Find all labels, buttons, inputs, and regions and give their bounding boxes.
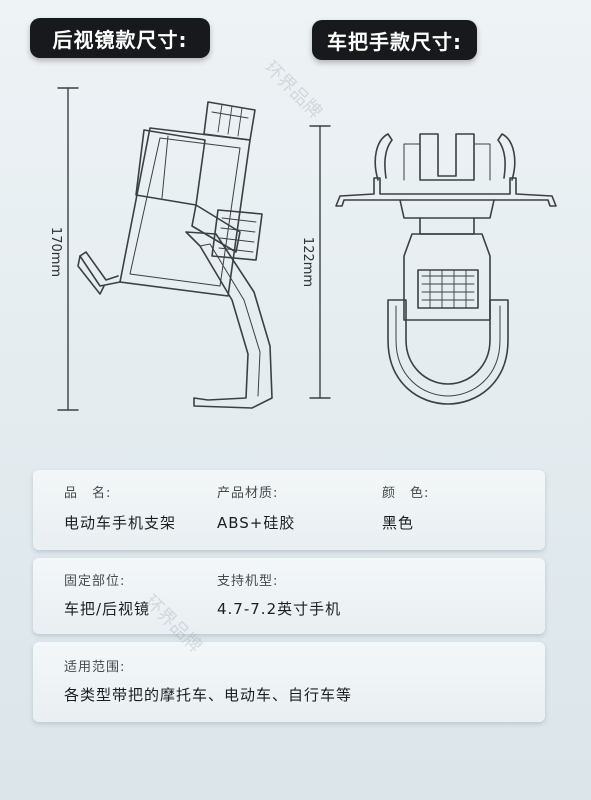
handlebar-mount-drawing bbox=[309, 125, 557, 405]
mirror-height-label: 170mm bbox=[48, 227, 63, 277]
color-value: 黑色 bbox=[382, 514, 415, 532]
mount-location-value: 车把/后视镜 bbox=[64, 600, 151, 618]
product-line-drawings: 170mm 122mm bbox=[48, 87, 557, 411]
spec-card-mount: 固定部位: 车把/后视镜 支持机型: 4.7-7.2英寸手机 bbox=[33, 558, 545, 634]
handlebar-height-label: 122mm bbox=[300, 237, 315, 287]
spec-card-usage: 适用范围: 各类型带把的摩托车、电动车、自行车等 bbox=[33, 642, 545, 722]
product-name-label: 品 名: bbox=[64, 486, 112, 501]
spec-card-basic: 品 名: 电动车手机支架 产品材质: ABS+硅胶 颜 色: 黑色 bbox=[33, 470, 545, 550]
mirror-size-header-text: 后视镜款尺寸: bbox=[52, 27, 188, 52]
mount-location-label: 固定部位: bbox=[64, 574, 126, 589]
material-value: ABS+硅胶 bbox=[217, 514, 296, 532]
color-label: 颜 色: bbox=[382, 486, 430, 501]
supported-models-label: 支持机型: bbox=[217, 574, 279, 589]
product-name-value: 电动车手机支架 bbox=[64, 514, 177, 532]
material-label: 产品材质: bbox=[217, 486, 279, 501]
handlebar-size-header-text: 车把手款尺寸: bbox=[327, 29, 462, 54]
handlebar-size-header: 车把手款尺寸: bbox=[312, 20, 477, 60]
usage-scope-label: 适用范围: bbox=[64, 660, 126, 675]
usage-scope-value: 各类型带把的摩托车、电动车、自行车等 bbox=[64, 686, 353, 704]
supported-models-value: 4.7-7.2英寸手机 bbox=[217, 600, 342, 618]
mirror-mount-drawing bbox=[57, 87, 273, 411]
mirror-size-header: 后视镜款尺寸: bbox=[30, 18, 210, 58]
